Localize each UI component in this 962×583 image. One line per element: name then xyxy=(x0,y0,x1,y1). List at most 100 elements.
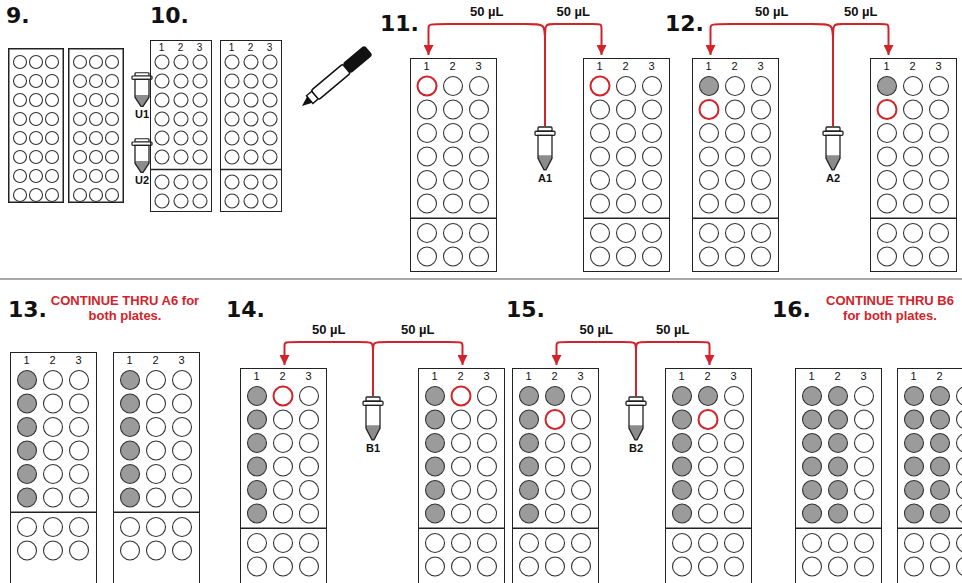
well xyxy=(444,124,463,143)
well xyxy=(752,194,771,213)
well xyxy=(520,434,539,453)
plate-divider xyxy=(150,169,212,170)
well-plate: 123 xyxy=(795,368,882,583)
well xyxy=(700,247,719,266)
well xyxy=(44,371,63,390)
column-number: 3 xyxy=(471,60,487,72)
well xyxy=(904,247,923,266)
column-number: 1 xyxy=(427,370,443,382)
well xyxy=(106,94,119,107)
well xyxy=(426,557,445,576)
well xyxy=(30,56,43,69)
well xyxy=(248,410,267,429)
well xyxy=(418,124,437,143)
well xyxy=(470,100,489,119)
well xyxy=(46,170,59,183)
well xyxy=(426,434,445,453)
well xyxy=(673,387,692,406)
well xyxy=(248,481,267,500)
well-plate xyxy=(9,49,64,203)
column-number: 2 xyxy=(243,42,259,53)
well xyxy=(263,131,277,145)
well-grid xyxy=(897,387,962,577)
well xyxy=(30,75,43,88)
well xyxy=(855,557,874,576)
transfer-arrow xyxy=(545,24,602,126)
well xyxy=(957,387,962,406)
column-number: 3 xyxy=(726,370,742,382)
well xyxy=(18,465,37,484)
sample-tube: B2 xyxy=(621,396,651,455)
marker-pen xyxy=(298,45,373,111)
well xyxy=(74,75,87,88)
plate-divider xyxy=(220,169,282,170)
well xyxy=(673,557,692,576)
column-number: 2 xyxy=(727,60,743,72)
well xyxy=(263,150,277,164)
well xyxy=(520,504,539,523)
plate-divider xyxy=(10,512,97,513)
column-number: 3 xyxy=(644,60,660,72)
column-number: 3 xyxy=(192,42,208,53)
column-number: 3 xyxy=(71,354,87,366)
column-number: 1 xyxy=(879,60,895,72)
well-grid xyxy=(240,387,327,577)
step-number: 13. xyxy=(8,298,47,322)
well xyxy=(46,189,59,202)
well xyxy=(173,518,192,537)
well xyxy=(225,175,239,189)
well xyxy=(726,247,745,266)
well xyxy=(263,74,277,88)
volume-label: 50 µL xyxy=(399,322,437,338)
transfer-arrow xyxy=(711,24,834,126)
column-number: 2 xyxy=(173,42,189,53)
well xyxy=(14,75,27,88)
well xyxy=(520,457,539,476)
well xyxy=(905,504,924,523)
plate-divider xyxy=(897,528,962,529)
well-plate xyxy=(69,49,124,203)
well-plate: 123 xyxy=(692,58,779,272)
well xyxy=(572,557,591,576)
well xyxy=(855,434,874,453)
well xyxy=(520,387,539,406)
well-plate: 123 xyxy=(240,368,327,583)
well xyxy=(700,194,719,213)
well-plate: 123 xyxy=(410,58,497,272)
well-plate: 123 xyxy=(583,58,670,272)
well xyxy=(725,434,744,453)
well xyxy=(803,534,822,553)
well xyxy=(930,194,949,213)
plate-divider xyxy=(113,512,200,513)
well xyxy=(426,387,445,406)
well xyxy=(673,534,692,553)
tube-label: U2 xyxy=(127,174,157,187)
well xyxy=(700,147,719,166)
well xyxy=(418,194,437,213)
well xyxy=(14,151,27,164)
well xyxy=(803,457,822,476)
well xyxy=(470,224,489,243)
well xyxy=(829,387,848,406)
well xyxy=(18,441,37,460)
well xyxy=(46,94,59,107)
well xyxy=(90,56,103,69)
column-number: 2 xyxy=(618,60,634,72)
well xyxy=(248,557,267,576)
well xyxy=(752,171,771,190)
well xyxy=(452,504,471,523)
well xyxy=(14,56,27,69)
well xyxy=(46,151,59,164)
well xyxy=(248,534,267,553)
well xyxy=(274,410,293,429)
well xyxy=(957,434,962,453)
well xyxy=(90,75,103,88)
well xyxy=(30,94,43,107)
well xyxy=(74,151,87,164)
well xyxy=(752,247,771,266)
well xyxy=(726,224,745,243)
well xyxy=(30,151,43,164)
well xyxy=(878,100,897,119)
well xyxy=(452,457,471,476)
well xyxy=(46,132,59,145)
